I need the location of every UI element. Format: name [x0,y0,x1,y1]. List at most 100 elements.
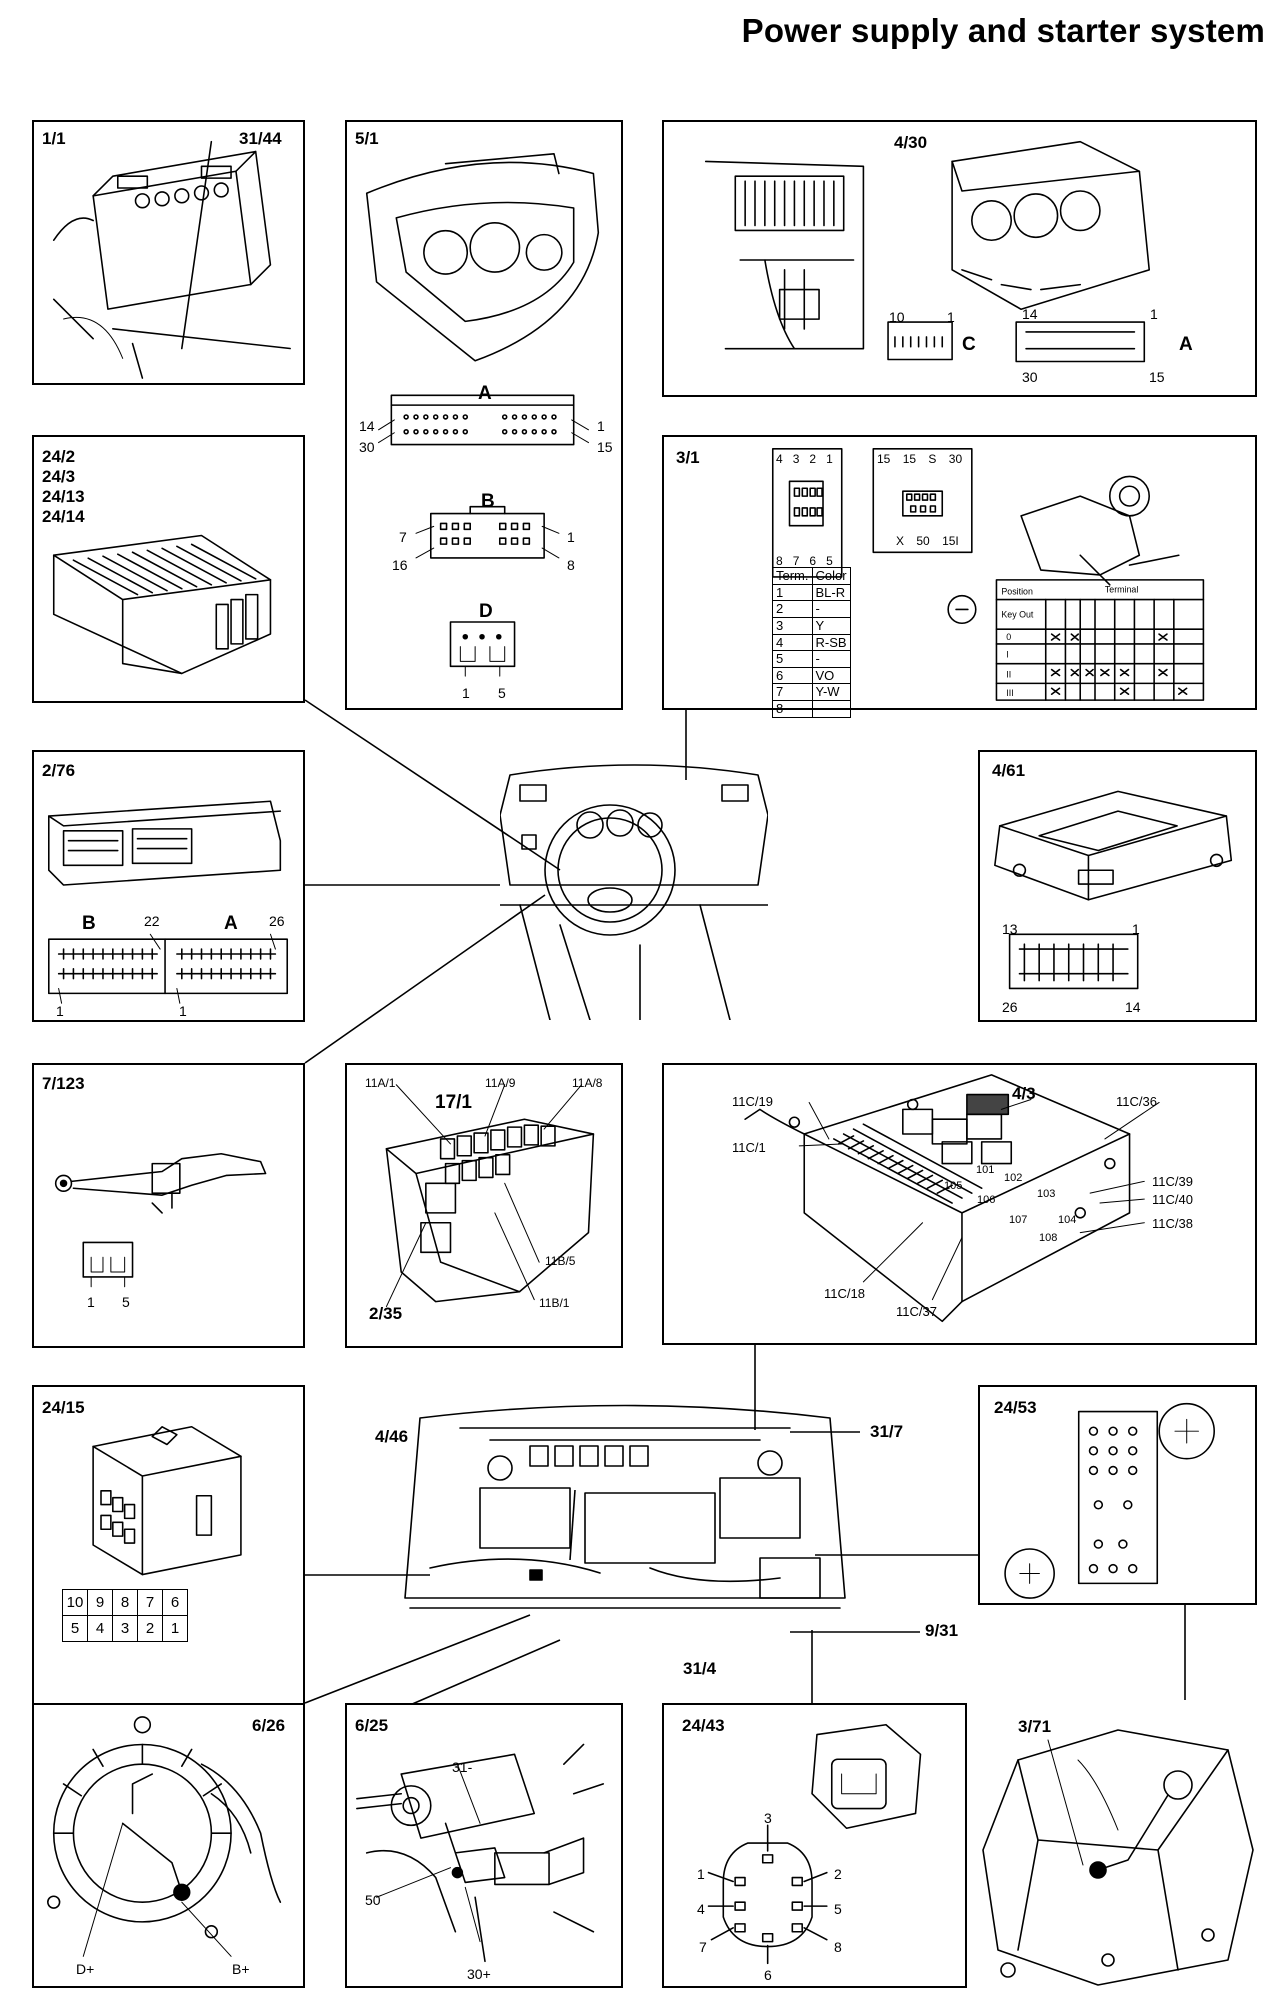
panel-label: 4/30 [894,133,928,152]
svg-text:III: III [1006,688,1013,698]
pin-label: 26 [1002,999,1018,1015]
starter-illustration [356,1743,605,1963]
panel-relay-box: 24/2 24/3 24/13 24/14 [32,435,305,703]
switch-pins-bottom: X 50 15I [896,535,959,547]
pin-label: 10 [889,309,905,325]
panel-label: 24/14 [42,507,85,526]
callout-label: 11C/38 [1152,1216,1193,1231]
pin-row-top: 4321 [776,453,843,465]
pin-label: 1 [56,1003,64,1019]
pin-label: 30 [359,439,375,455]
table-cell: Y [811,616,851,635]
pin-label: 26 [269,913,285,929]
pin-label: X [896,534,905,548]
pin-grid-row: 10 9 8 7 6 [62,1589,188,1616]
pin-label: 1 [947,309,955,325]
svg-text:I: I [1006,650,1008,660]
pin-label: 15 [877,452,891,466]
pin-label: 15 [1149,369,1165,385]
svg-text:Position: Position [1001,587,1033,597]
connector-illustration [92,1425,242,1576]
pin-cell: 7 [137,1589,163,1616]
connector-24-53-illustration [1004,1402,1215,1599]
panel-climate-control: 4/30 10 1 C 14 1 30 15 A [662,120,1257,397]
panel-gear-position-sensor: 3/71 [978,1700,1257,1988]
battery-illustration [52,140,291,379]
pin-label: 7 [792,554,810,568]
pin-label: 2 [809,452,827,466]
pin-label: 5 [498,685,506,701]
table-cell: 1 [772,583,813,602]
table-row: 5- [772,650,851,668]
pin-label: 8 [776,554,793,568]
table-cell: VO [811,666,851,685]
pin-label: 50 [916,534,930,548]
pin-label: 7 [399,529,407,545]
panel-fuse-box-engine: 17/1 11A/1 11A/9 11A/8 11B/5 11B/1 2/35 [345,1063,623,1348]
panel-battery: 1/1 31/44 [32,120,305,385]
relay-box-illustration [52,534,272,675]
svg-text:0: 0 [1006,632,1011,642]
panel-label: 4/61 [992,761,1026,780]
connector-b-label: B [82,913,96,934]
pin-label: 30 [1022,369,1038,385]
panel-connector-24-43: 24/43 3 1 2 4 5 7 8 6 [662,1703,967,1988]
panel-central-electrical-unit: 11C/19 4/3 11C/36 11C/1 11C/39 11C/40 11… [662,1063,1257,1345]
table-cell: 4 [772,633,813,652]
relay-label: 101 [976,1164,995,1176]
pin-row-bottom: 8765 [776,555,843,567]
pin-cell: 8 [112,1589,138,1616]
callout-50: 50 [365,1892,381,1908]
pin-label: 15 [902,452,917,466]
callout-31-44: 31/44 [239,129,282,148]
relay-label: 103 [1037,1188,1056,1200]
panel-label: 24/53 [994,1398,1037,1417]
panel-starter-motor: 6/25 31- 50 30+ [345,1703,623,1988]
pin-label: 13 [1002,921,1018,937]
table-cell: - [811,700,851,718]
pin-label: 2 [834,1866,842,1882]
ecm-illustration [47,800,289,1004]
table-row: 8- [772,700,851,718]
pin-label: 4 [697,1901,705,1917]
callout-bplus: B+ [232,1961,250,1977]
page-title: Power supply and starter system [741,12,1265,49]
ignition-illustration: Position Terminal Key Out 0 I II III [771,448,1205,701]
callout-31-minus: 31- [452,1759,473,1775]
pin-cell: 2 [137,1615,163,1642]
table-cell: 5 [772,650,813,668]
connector-a-label: A [224,913,238,934]
pin-label: 5 [826,554,843,568]
callout-31-4: 31/4 [683,1659,717,1678]
relay-label: 107 [1009,1214,1028,1226]
relay-label: 108 [1039,1232,1058,1244]
panel-label: 24/2 [42,447,76,466]
pin-label: 14 [359,418,375,434]
callout-label: 11C/1 [732,1140,766,1155]
pin-cell: 4 [87,1615,113,1642]
pin-label: 5 [834,1901,842,1917]
pin-cell: 3 [112,1615,138,1642]
panel-label: 24/3 [42,467,76,486]
panel-srs-module: 4/61 13 1 26 14 [978,750,1257,1022]
pin-grid: 10 9 8 7 6 5 4 3 2 1 [62,1589,188,1642]
panel-label: 24/43 [682,1716,725,1735]
pin-label: 1 [1150,306,1158,322]
panel-engine-control-module: 2/76 B A 22 26 1 1 [32,750,305,1022]
panel-label: 5/1 [355,129,379,148]
panel-connector-24-15: 24/15 10 9 8 7 6 5 4 3 2 1 [32,1385,305,1705]
pin-label: 1 [1132,921,1140,937]
panel-connector-24-53: 24/53 [978,1385,1257,1605]
table-cell: 7 [772,683,813,702]
pin-label: 1 [462,685,470,701]
table-cell: 2 [772,600,813,618]
relay-label: 104 [1058,1214,1077,1226]
panel-label: 7/123 [42,1074,85,1093]
panel-label: 3/1 [676,448,700,467]
table-cell: Y-W [811,683,851,702]
pin-cell: 1 [162,1615,188,1642]
